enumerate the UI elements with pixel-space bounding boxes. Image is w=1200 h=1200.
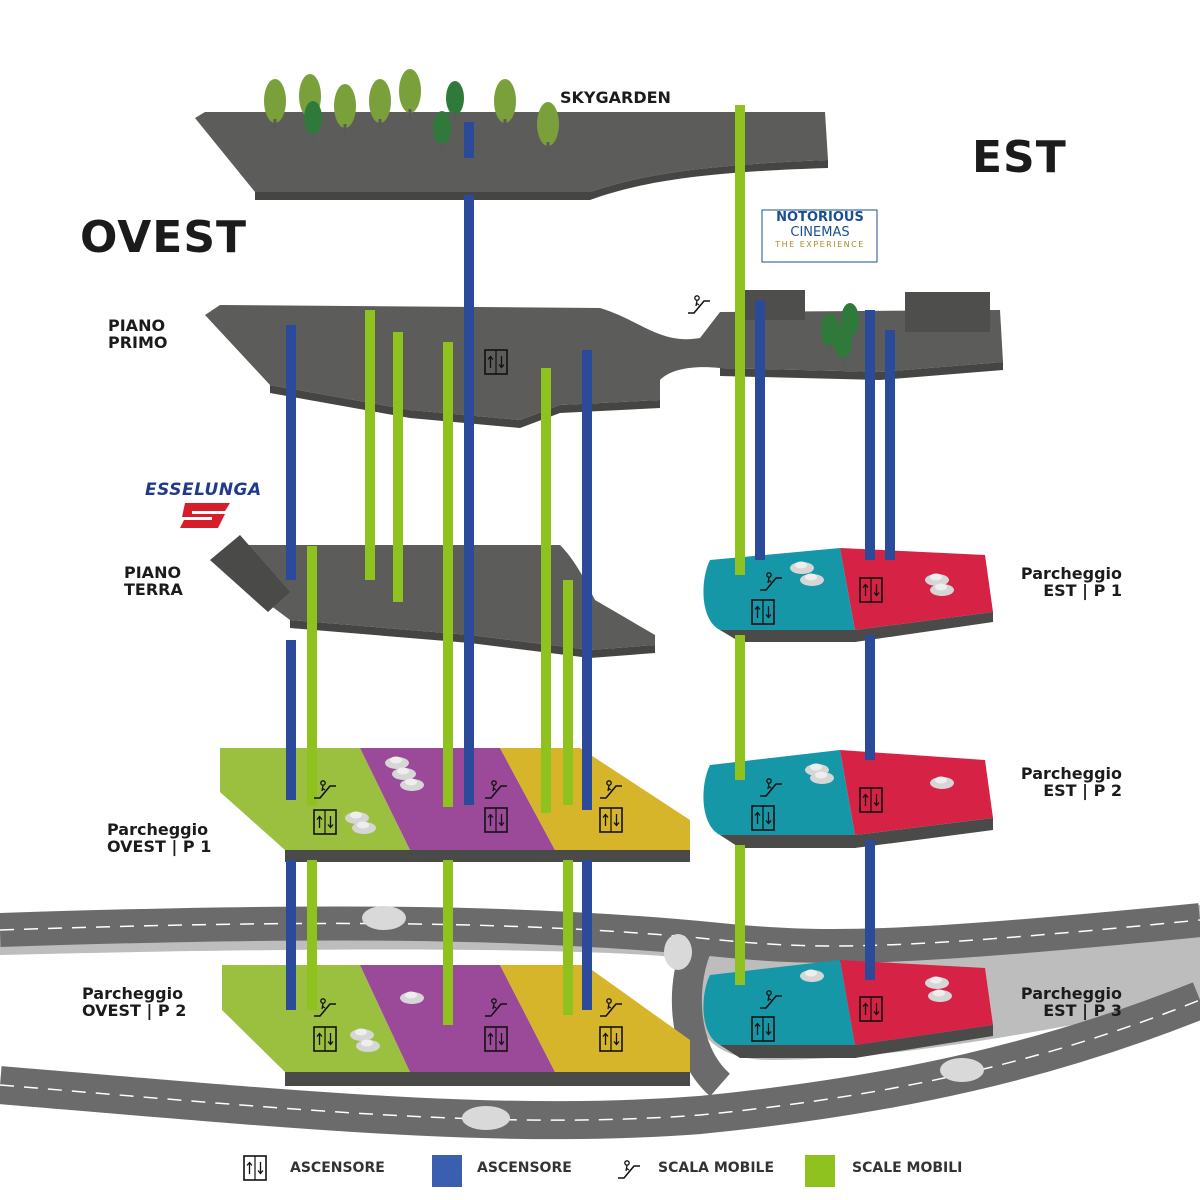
notorious-logo-line3: THE EXPERIENCE bbox=[775, 240, 865, 249]
label-parcheggio-est-p3: Parcheggio EST | P 3 bbox=[1010, 984, 1122, 1020]
parcheggio-est-p1-line2: EST | P 1 bbox=[1043, 580, 1122, 600]
region-ovest: OVEST bbox=[80, 212, 248, 263]
legend-label-ascensore-icon: ASCENSORE bbox=[290, 1160, 385, 1176]
parcheggio-est-p2 bbox=[703, 750, 993, 848]
parcheggio-ovest-p1-line1: Parcheggio bbox=[107, 820, 209, 839]
parcheggio-est-p1-line1: Parcheggio bbox=[1020, 564, 1122, 583]
parcheggio-ovest-p1-line2: OVEST | P 1 bbox=[107, 836, 212, 856]
floor-piano-terra-line2: TERRA bbox=[124, 579, 183, 599]
floor-piano-terra-line1: PIANO bbox=[124, 563, 182, 582]
piano-primo-floor bbox=[205, 290, 1003, 428]
parcheggio-est-p2-line1: Parcheggio bbox=[1020, 764, 1122, 783]
legend-blue-swatch bbox=[432, 1155, 462, 1187]
esselunga-logo-mark bbox=[180, 503, 230, 528]
parcheggio-est-p3-line2: EST | P 3 bbox=[1043, 1000, 1122, 1020]
esselunga-logo: ESSELUNGA bbox=[145, 480, 270, 500]
notorious-logo-line1: NOTORIOUS bbox=[776, 210, 864, 225]
road-cars bbox=[362, 906, 984, 1130]
label-parcheggio-ovest-p1: Parcheggio OVEST | P 1 bbox=[107, 820, 212, 856]
label-parcheggio-est-p2: Parcheggio EST | P 2 bbox=[1010, 764, 1122, 800]
legend bbox=[243, 1155, 835, 1187]
legend-label-scale-mobili: SCALE MOBILI bbox=[852, 1160, 963, 1176]
escalator-shafts bbox=[307, 105, 745, 1025]
legend-green-swatch bbox=[805, 1155, 835, 1187]
esselunga-logo-text: ESSELUNGA bbox=[145, 480, 262, 500]
parcheggio-ovest-p2-line1: Parcheggio bbox=[82, 984, 184, 1003]
notorious-logo-frame bbox=[761, 209, 878, 263]
floor-piano-primo-line1: PIANO bbox=[108, 316, 166, 335]
parcheggio-ovest-p2-line2: OVEST | P 2 bbox=[82, 1000, 187, 1020]
legend-label-scala-mobile: SCALA MOBILE bbox=[658, 1160, 775, 1176]
legend-label-ascensore-swatch: ASCENSORE bbox=[477, 1160, 572, 1176]
legend-elevator-icon bbox=[243, 1155, 267, 1181]
parcheggio-est-p1 bbox=[703, 548, 993, 642]
label-parcheggio-ovest-p2: Parcheggio OVEST | P 2 bbox=[82, 984, 187, 1020]
floor-piano-primo: PIANO PRIMO bbox=[108, 316, 168, 352]
skygarden-floor bbox=[195, 69, 828, 200]
floor-skygarden: SKYGARDEN bbox=[560, 88, 671, 107]
elevator-shafts bbox=[286, 122, 895, 1010]
parcheggio-est-p3-line1: Parcheggio bbox=[1020, 984, 1122, 1003]
floor-piano-primo-line2: PRIMO bbox=[108, 332, 168, 352]
notorious-logo-line2: CINEMAS bbox=[790, 225, 850, 240]
parcheggio-est-p2-line2: EST | P 2 bbox=[1043, 780, 1122, 800]
notorious-cinemas-logo: NOTORIOUS CINEMAS THE EXPERIENCE bbox=[760, 210, 880, 266]
legend-escalator-icon bbox=[617, 1160, 641, 1179]
region-est: EST bbox=[972, 132, 1067, 183]
floor-piano-terra: PIANO TERRA bbox=[124, 563, 183, 599]
label-parcheggio-est-p1: Parcheggio EST | P 1 bbox=[1010, 564, 1122, 600]
